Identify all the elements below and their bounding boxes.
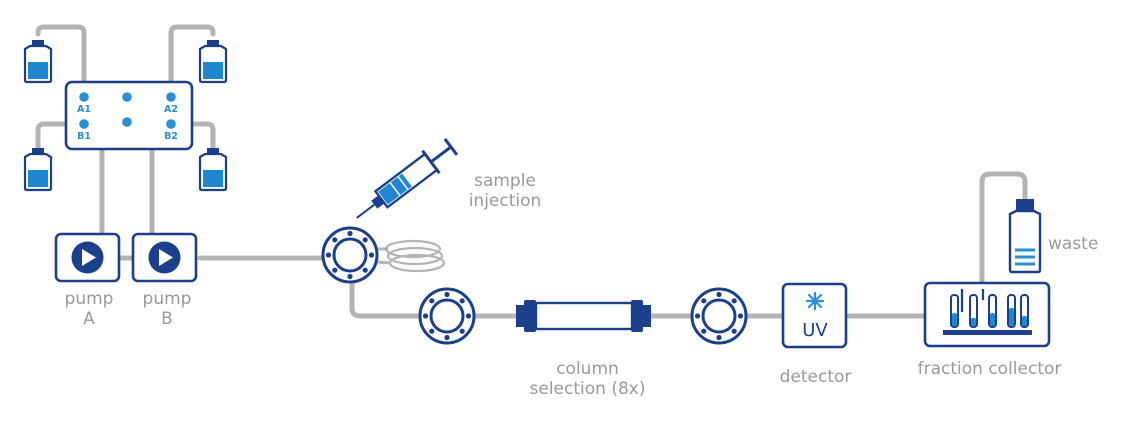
valve-icon xyxy=(321,226,379,284)
mixer-outlet xyxy=(122,92,132,102)
bottle-icon xyxy=(198,146,228,192)
bottle-icon xyxy=(198,38,228,84)
fraction-collector-label: fraction collector xyxy=(917,359,1062,379)
bottle-icon xyxy=(23,38,53,84)
port-label-b2: B2 xyxy=(164,131,178,142)
pump-b-label-line2: B xyxy=(161,309,173,329)
pump-b-label-line1: pump xyxy=(142,289,192,309)
uv-badge: UV xyxy=(802,320,828,341)
fraction-collector-icon xyxy=(923,281,1051,348)
waste-bottle-icon xyxy=(1008,199,1042,274)
column-selection-label: column selection (8x) xyxy=(515,359,660,399)
valve-icon xyxy=(418,287,476,345)
sample-loop-coil xyxy=(377,239,446,273)
mixer-outlet xyxy=(122,117,132,127)
sample-injection-label: sample injection xyxy=(455,171,555,211)
injection-valve xyxy=(321,226,379,284)
port-label-a2: A2 xyxy=(164,104,178,115)
valve-icon xyxy=(690,287,748,345)
pump-a-label-line2: A xyxy=(83,309,95,329)
sample-injection-label-line1: sample xyxy=(474,171,536,191)
column-icon xyxy=(516,300,651,332)
uv-lamp-icon xyxy=(805,291,825,311)
column-selection-valve-outlet xyxy=(690,287,748,345)
column-selection-label-line2: selection (8x) xyxy=(529,379,646,399)
pump-b xyxy=(131,232,198,283)
column-selection-label-line1: column xyxy=(556,359,619,379)
play-icon xyxy=(148,241,181,274)
column-selection-valve-inlet xyxy=(418,287,476,345)
port-b1 xyxy=(79,119,89,129)
uv-detector: UV xyxy=(781,282,848,349)
solvent-valve-block: A1 B1 A2 B2 xyxy=(64,80,194,151)
pump-b-label: pump B xyxy=(132,289,202,329)
waste-label: waste xyxy=(1048,234,1099,254)
detector-label: detector xyxy=(779,367,852,387)
syringe-icon xyxy=(356,138,459,219)
port-label-b1: B1 xyxy=(77,131,91,142)
pump-a xyxy=(54,232,121,283)
pump-a-label: pump A xyxy=(54,289,124,329)
play-icon xyxy=(71,241,104,274)
bottle-icon xyxy=(23,146,53,192)
port-a1 xyxy=(79,92,89,102)
port-a2 xyxy=(166,92,176,102)
pump-a-label-line1: pump xyxy=(64,289,114,309)
port-b2 xyxy=(166,119,176,129)
sample-injection-label-line2: injection xyxy=(468,191,542,211)
port-label-a1: A1 xyxy=(77,104,91,115)
